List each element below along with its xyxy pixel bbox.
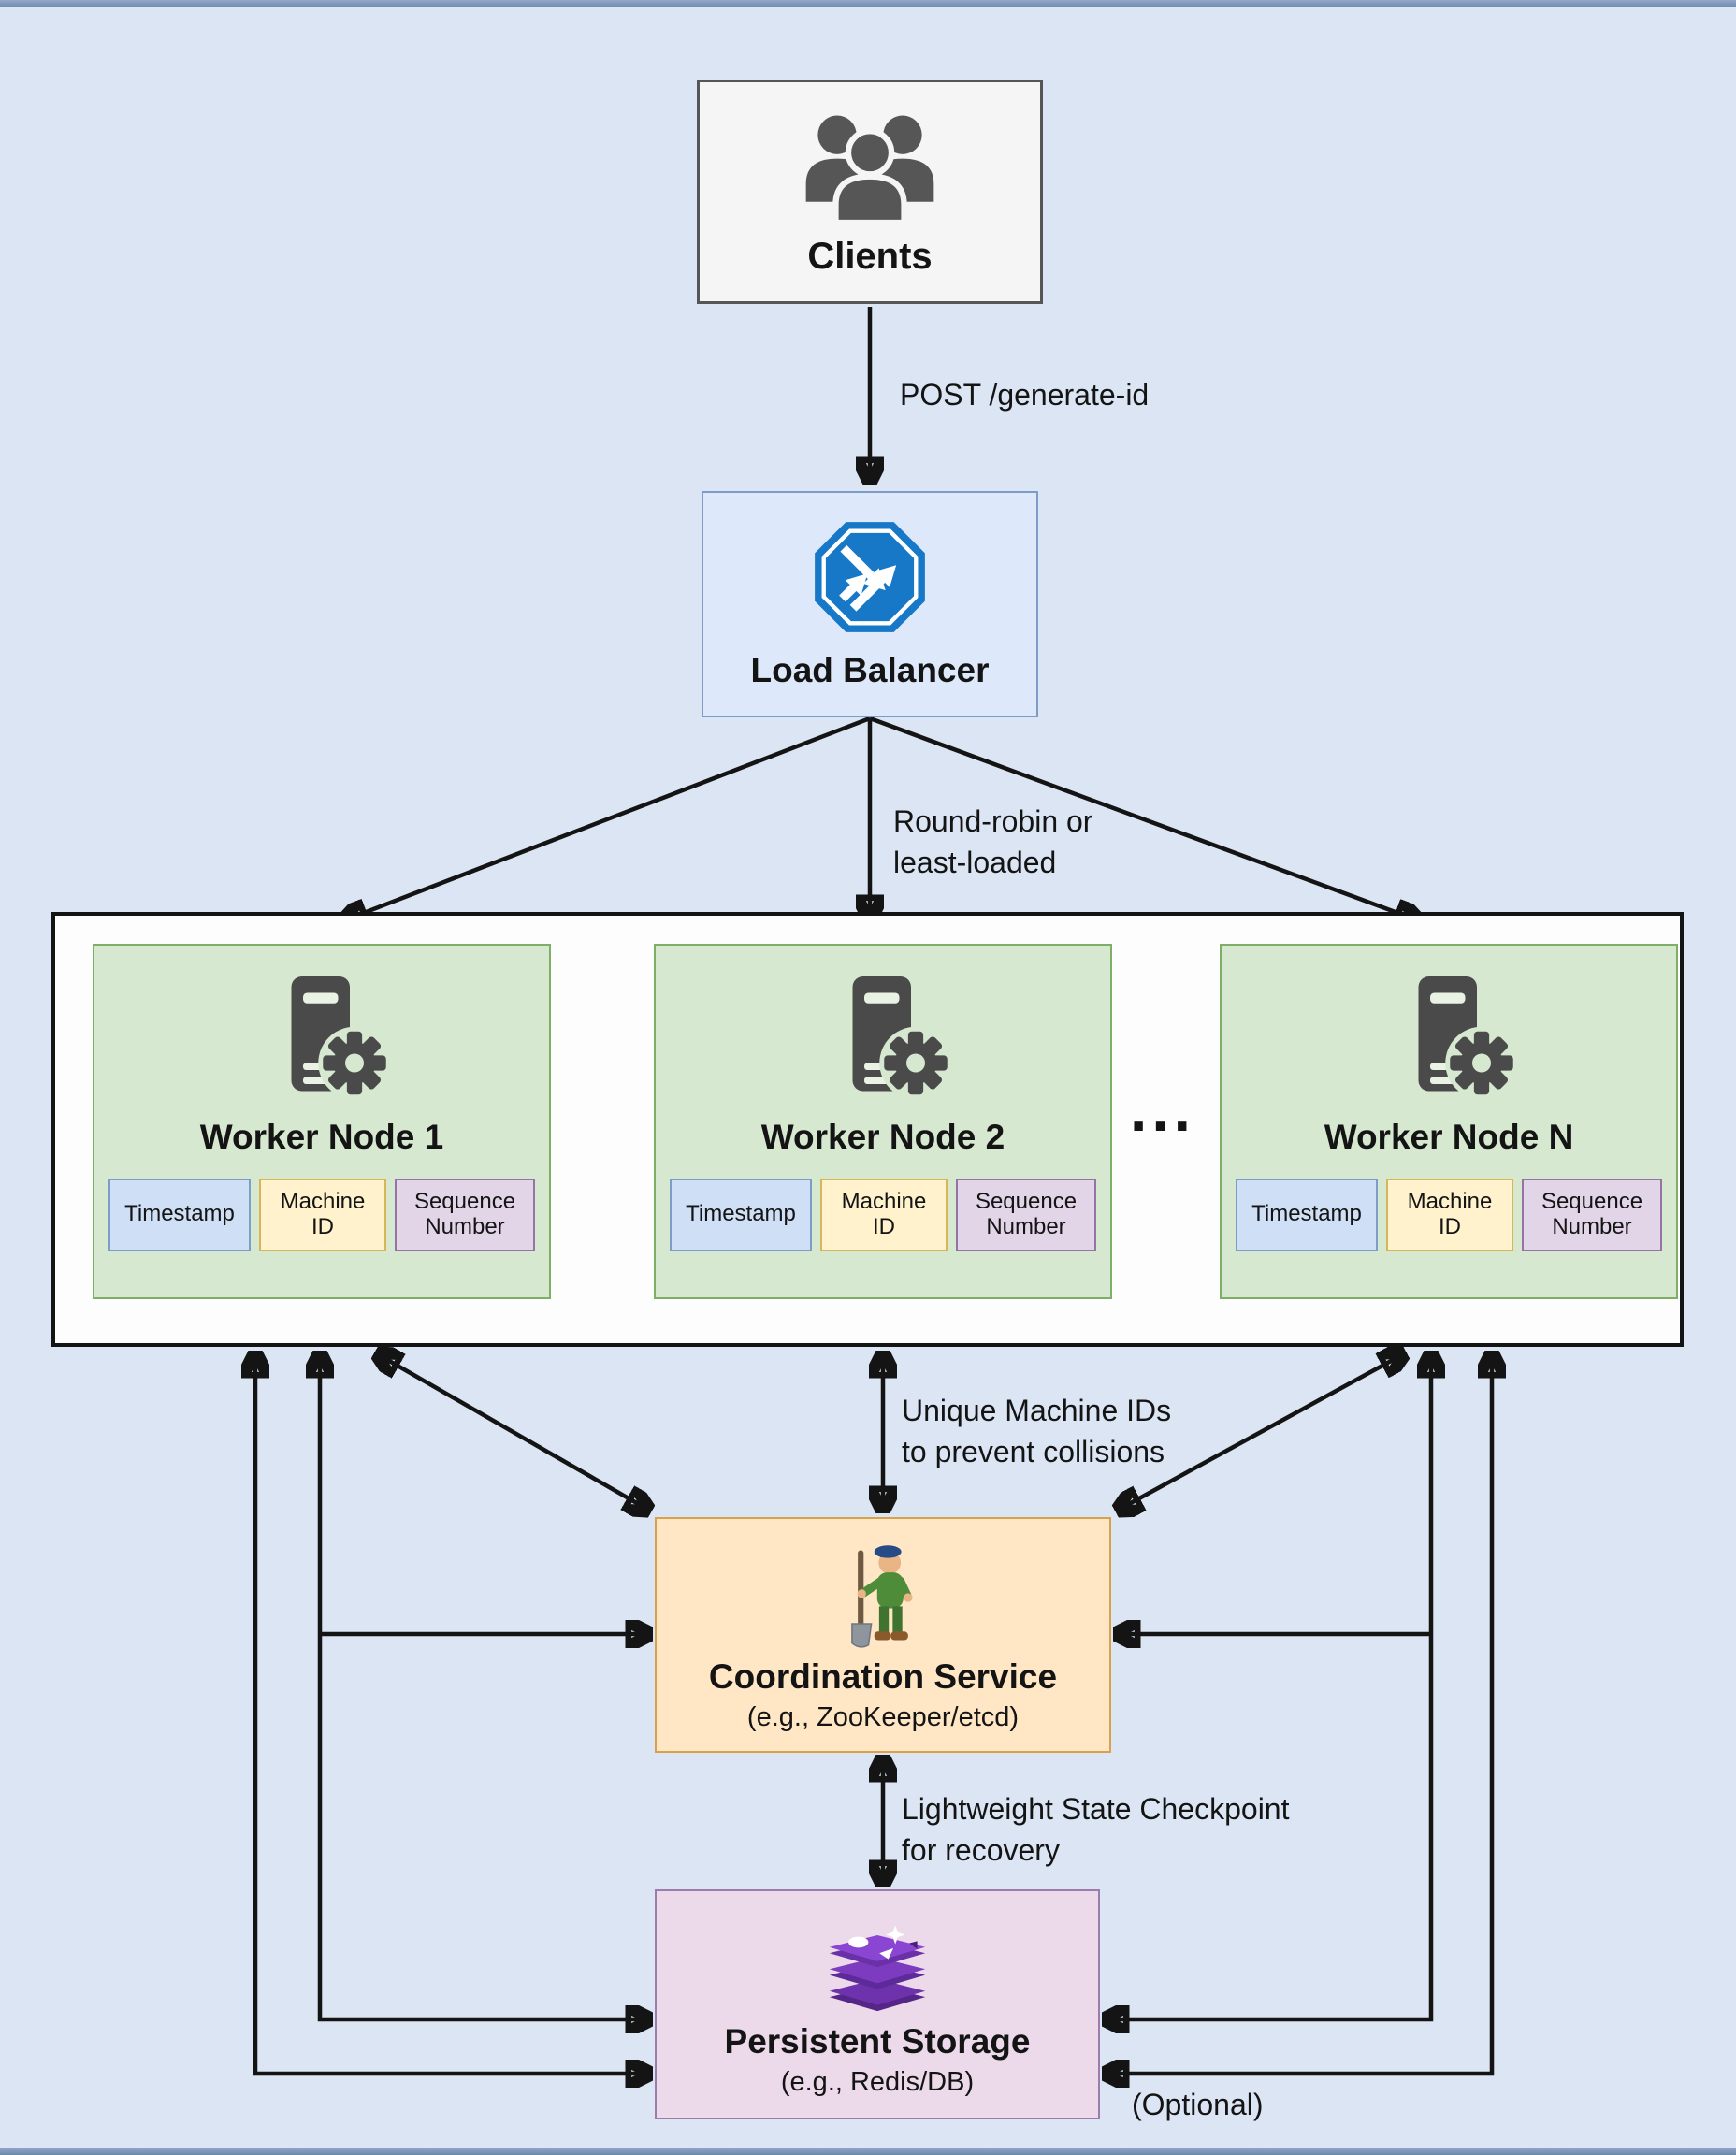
sequence-number-chip: Sequence Number: [956, 1178, 1096, 1251]
sequence-number-chip: Sequence Number: [395, 1178, 535, 1251]
worker-node-title: Worker Node N: [1324, 1118, 1574, 1156]
image-top-border: [0, 0, 1736, 7]
zookeeper-icon: [827, 1539, 939, 1657]
load-balancer-icon: [810, 517, 930, 642]
load-balancer-label: Load Balancer: [750, 651, 990, 690]
edge-label-balancing-line2: least-loaded: [893, 846, 1057, 880]
edge-label-unique-machine-ids: Unique Machine IDs to prevent collisions: [902, 1390, 1171, 1472]
clients-label: Clients: [807, 235, 933, 277]
coordination-service-subtitle: (e.g., ZooKeeper/etcd): [746, 1702, 1020, 1733]
persistent-storage-node: Persistent Storage (e.g., Redis/DB): [655, 1889, 1100, 2119]
worker-node-2: Worker Node 2 Timestamp Machine ID Seque…: [654, 944, 1112, 1299]
edge-label-balancing-line1: Round-robin or: [893, 804, 1093, 838]
worker-node-title: Worker Node 2: [760, 1118, 1005, 1156]
server-gear-icon: [1379, 959, 1519, 1116]
edge-workers-storage-left-outer: [255, 1354, 649, 2074]
timestamp-chip: Timestamp: [1236, 1178, 1378, 1251]
users-icon: [795, 107, 945, 227]
machine-id-chip: Machine ID: [259, 1178, 386, 1251]
edge-label-unique-line2: to prevent collisions: [902, 1435, 1165, 1469]
worker-node-1: Worker Node 1 Timestamp Machine ID Seque…: [93, 944, 551, 1299]
server-gear-icon: [252, 959, 392, 1116]
clients-node: Clients: [697, 80, 1043, 304]
edge-workers-coordination-left-diagonal: [378, 1354, 648, 1510]
timestamp-chip: Timestamp: [108, 1178, 251, 1251]
edge-workers-storage-left-inner: [320, 1354, 649, 2019]
redis-database-icon: [817, 1913, 937, 2022]
server-gear-icon: [813, 959, 953, 1116]
worker-node-n: Worker Node N Timestamp Machine ID Seque…: [1220, 944, 1678, 1299]
timestamp-chip: Timestamp: [670, 1178, 812, 1251]
machine-id-chip: Machine ID: [1386, 1178, 1513, 1251]
persistent-storage-subtitle: (e.g., Redis/DB): [780, 2067, 975, 2098]
id-structure-chips: Timestamp Machine ID Sequence Number: [1222, 1178, 1676, 1251]
edge-label-checkpoint: Lightweight State Checkpoint for recover…: [902, 1788, 1289, 1871]
image-bottom-border: [0, 2148, 1736, 2155]
edge-label-post-generate-id: POST /generate-id: [900, 378, 1150, 412]
edge-label-unique-line1: Unique Machine IDs: [902, 1394, 1172, 1427]
edge-label-optional: (Optional): [1132, 2088, 1264, 2121]
coordination-service-title: Coordination Service: [708, 1656, 1058, 1696]
coordination-service-node: Coordination Service (e.g., ZooKeeper/et…: [655, 1517, 1111, 1753]
load-balancer-node: Load Balancer: [702, 491, 1038, 717]
edge-lb-to-worker1: [344, 716, 871, 920]
edge-label-balancing: Round-robin or least-loaded: [893, 801, 1092, 883]
workers-ellipsis: ...: [1129, 1075, 1195, 1144]
persistent-storage-title: Persistent Storage: [724, 2021, 1031, 2061]
worker-node-title: Worker Node 1: [199, 1118, 444, 1156]
machine-id-chip: Machine ID: [820, 1178, 948, 1251]
edge-label-checkpoint-line2: for recovery: [902, 1833, 1060, 1868]
worker-pool-container: Worker Node 1 Timestamp Machine ID Seque…: [51, 912, 1684, 1347]
sequence-number-chip: Sequence Number: [1522, 1178, 1662, 1251]
id-structure-chips: Timestamp Machine ID Sequence Number: [94, 1178, 549, 1251]
id-structure-chips: Timestamp Machine ID Sequence Number: [656, 1178, 1110, 1251]
edge-label-checkpoint-line1: Lightweight State Checkpoint: [902, 1792, 1290, 1826]
